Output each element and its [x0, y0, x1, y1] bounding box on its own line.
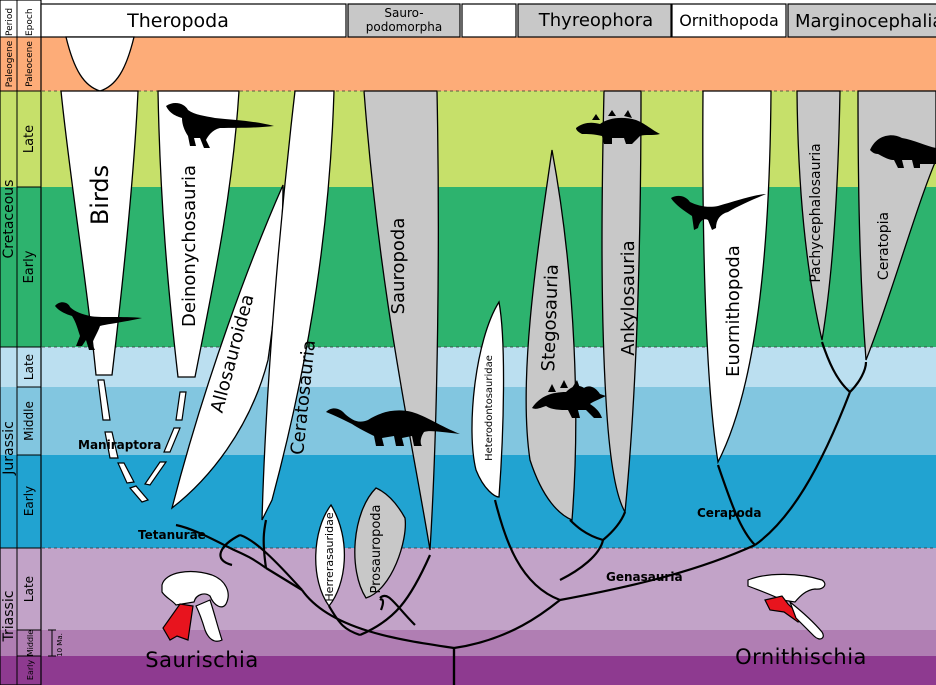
ankylosaur-silhouette — [576, 110, 660, 144]
birds-shape — [60, 90, 139, 376]
label-heterodontosauridae: Heterodontosauridae — [484, 355, 495, 461]
ceratosauria-shape — [261, 90, 335, 521]
header-ornithopoda: Ornithopoda — [679, 11, 779, 30]
band-late-cretaceous — [0, 91, 936, 187]
epoch-header: Epoch — [25, 8, 35, 36]
phylogeny-tree — [175, 341, 868, 685]
saurischian-pelvis-icon — [161, 571, 229, 642]
sauropod-silhouette — [326, 408, 460, 446]
epoch-early-jurassic: Early — [22, 486, 36, 516]
pachycephalosauria-shape — [796, 90, 841, 341]
band-middle-jurassic — [0, 387, 936, 455]
label-ankylosauria: Ankylosauria — [618, 240, 639, 355]
band-late-jurassic — [0, 347, 936, 387]
stegosauria-shape — [525, 149, 577, 521]
epoch-paleocene: Paleocene — [25, 41, 35, 87]
epoch-early-cretaceous: Early — [22, 250, 37, 283]
label-stegosauria: Stegosauria — [538, 264, 563, 372]
epoch-early-triassic: Early — [26, 660, 35, 680]
column-headers: Theropoda Sauro- podomorpha Thyreophora … — [40, 3, 936, 38]
ornithopod-silhouette — [671, 194, 766, 230]
prosauropoda-shape — [354, 487, 407, 599]
period-cretaceous: Cretaceous — [1, 180, 17, 259]
stegosaur-silhouette — [532, 380, 606, 418]
node-maniraptora: Maniraptora — [78, 438, 161, 452]
band-middle-triassic — [0, 630, 936, 656]
ceratopsian-silhouette — [870, 135, 936, 168]
epoch-late-jurassic: Late — [22, 354, 36, 380]
bird-lineage-dashes — [97, 379, 187, 503]
epoch-late-cretaceous: Late — [22, 125, 37, 153]
scale-bar-label: 10 Ma. — [56, 633, 64, 657]
label-prosauropoda: Prosauropoda — [369, 504, 384, 593]
dinosaur-silhouettes — [55, 103, 936, 446]
ornithischian-pelvis-icon — [747, 573, 826, 640]
ankylosauria-shape — [601, 90, 642, 515]
epoch-middle-jurassic: Middle — [22, 401, 36, 441]
label-herrerasauridae: Herrerasauridae — [323, 512, 336, 601]
header-sauropodomorpha-2: podomorpha — [366, 20, 442, 34]
time-axis: Period Epoch Paleogene Cretaceous Jurass… — [0, 0, 64, 685]
maniraptoran-silhouette — [55, 302, 142, 350]
node-labels: Maniraptora Tetanurae Cerapoda Genasauri… — [78, 438, 761, 584]
epoch-middle-triassic: Middle — [26, 630, 35, 657]
period-jurassic: Jurassic — [1, 421, 17, 476]
band-paleocene — [0, 37, 936, 91]
group-saurischia: Saurischia — [145, 648, 258, 672]
label-pachycephalosauria: Pachycephalosauria — [808, 143, 824, 282]
node-cerapoda: Cerapoda — [697, 506, 761, 520]
label-birds: Birds — [86, 165, 114, 225]
group-ornithischia: Ornithischia — [735, 645, 867, 669]
epoch-late-triassic: Late — [22, 576, 36, 602]
period-paleogene: Paleogene — [5, 40, 15, 87]
label-deinonychosauria: Deinonychosauria — [179, 165, 200, 327]
label-euornithopoda: Euornithopoda — [723, 245, 744, 377]
header-thyreophora: Thyreophora — [538, 10, 653, 31]
euornithopoda-shape — [702, 90, 772, 465]
clade-shapes — [60, 36, 936, 608]
label-sauropoda: Sauropoda — [388, 218, 409, 315]
time-bands — [0, 37, 936, 685]
period-triassic: Triassic — [1, 591, 17, 643]
label-ceratopia: Ceratopia — [876, 212, 892, 280]
band-early-cretaceous — [0, 187, 936, 347]
deinonychosauria-shape — [157, 90, 240, 378]
header-marginocephalia: Marginocephalia — [795, 11, 936, 32]
deinonychosaur-silhouette — [166, 103, 274, 148]
header-sauropodomorpha-1: Sauro- — [384, 6, 423, 20]
node-tetanurae: Tetanurae — [138, 528, 206, 542]
header-theropoda: Theropoda — [126, 10, 229, 32]
heterodontosauridae-shape — [471, 300, 505, 498]
period-header: Period — [5, 8, 15, 36]
band-early-triassic — [0, 656, 936, 685]
node-genasauria: Genasauria — [606, 570, 683, 584]
